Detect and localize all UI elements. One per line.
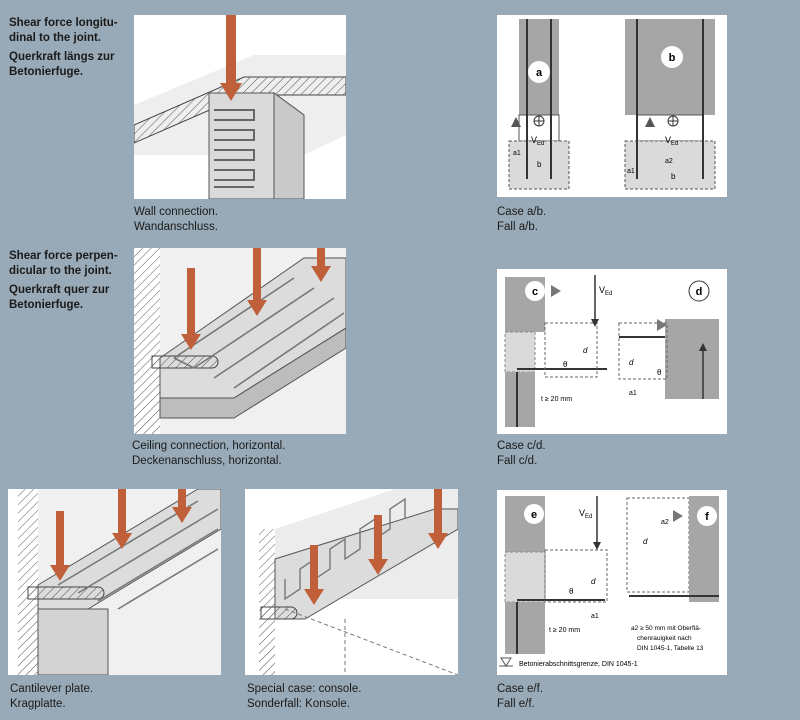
dim-a1-d: a1 (629, 390, 637, 397)
case-ab-diagram: a VEd a1 b b VEd a2 b a1 (497, 15, 727, 197)
shear-label-c: V (599, 285, 605, 295)
svg-text:VEd: VEd (531, 135, 544, 147)
heading-longitudinal: Shear force longitu-dinal to the joint. … (9, 17, 118, 78)
heading-perpendicular: Shear force perpen-dicular to the joint.… (9, 250, 118, 311)
shear-label-e: V (579, 508, 585, 518)
joint-triangle-icon (551, 285, 561, 297)
case-ef-diagram: e VEd d θ a1 t ≥ 20 mm f d a2 a2 ≥ 50 mm… (497, 490, 727, 675)
dim-b-b: b (671, 172, 676, 181)
caption-cantilever: Cantilever plate.Kragplatte. (10, 683, 94, 710)
joint-min-label: t ≥ 20 mm (541, 396, 572, 403)
roughness-note-2: chenrauigkeit nach (637, 635, 692, 642)
case-d-label: d (696, 286, 703, 298)
case-a-label: a (536, 67, 543, 79)
legend-triangle-icon (500, 657, 512, 667)
cantilever-illustration (8, 489, 221, 675)
dim-d-f: d (643, 537, 648, 546)
wall-connection-illustration (134, 15, 346, 199)
dim-a2: a2 (665, 158, 673, 165)
case-b-marker (661, 46, 683, 68)
dim-d-d: d (629, 358, 634, 367)
roughness-note-1: a2 ≥ 50 mm mit Oberflä- (631, 625, 701, 632)
case-b-label: b (669, 52, 676, 64)
dim-d-e: d (591, 577, 596, 586)
roughness-note-3: DIN 1045-1, Tabelle 13 (637, 645, 704, 652)
joint-triangle-icon (673, 510, 683, 522)
caption-case-ab: Case a/b.Fall a/b. (497, 206, 547, 233)
joint-triangle-icon (511, 117, 521, 127)
svg-text:VEd: VEd (599, 285, 612, 297)
joint-triangle-icon (645, 117, 655, 127)
dim-a1-e: a1 (591, 613, 599, 620)
case-a-marker (528, 61, 550, 83)
legend-label: Betonierabschnittsgrenze, DIN 1045-1 (519, 661, 638, 668)
caption-ceiling: Ceiling connection, horizontal.Deckenans… (132, 440, 286, 467)
ceiling-connection-illustration (134, 248, 346, 434)
shear-label-b: V (665, 135, 671, 145)
case-f-label: f (705, 511, 709, 523)
caption-case-cd: Case c/d.Fall c/d. (497, 440, 546, 467)
shear-sub-b: Ed (671, 141, 678, 147)
caption-case-ef: Case e/f.Fall e/f. (497, 683, 544, 710)
dim-a1-b: a1 (627, 168, 635, 175)
case-c-label: c (532, 286, 538, 298)
case-cd-diagram: c VEd d θ t ≥ 20 mm d d θ a1 (497, 269, 727, 434)
case-e-label: e (531, 509, 537, 521)
theta-c: θ (563, 360, 568, 369)
shear-sub-c: Ed (605, 291, 612, 297)
shear-label-a: V (531, 135, 537, 145)
joint-min-label-e: t ≥ 20 mm (549, 627, 580, 634)
theta-d: θ (657, 368, 662, 377)
dim-a2-f: a2 (661, 519, 669, 526)
joint-triangle-icon (657, 319, 667, 331)
console-illustration (245, 489, 458, 675)
dim-b-a: b (537, 160, 542, 169)
svg-text:VEd: VEd (665, 135, 678, 147)
svg-text:VEd: VEd (579, 508, 592, 520)
dim-a1-left: a1 (513, 150, 521, 157)
theta-e: θ (569, 587, 574, 596)
caption-console: Special case: console.Sonderfall: Konsol… (247, 683, 362, 710)
shear-sub-e: Ed (585, 514, 592, 520)
caption-wall: Wall connection.Wandanschluss. (134, 206, 218, 233)
shear-sub-a: Ed (537, 141, 544, 147)
dim-d-c: d (583, 346, 588, 355)
